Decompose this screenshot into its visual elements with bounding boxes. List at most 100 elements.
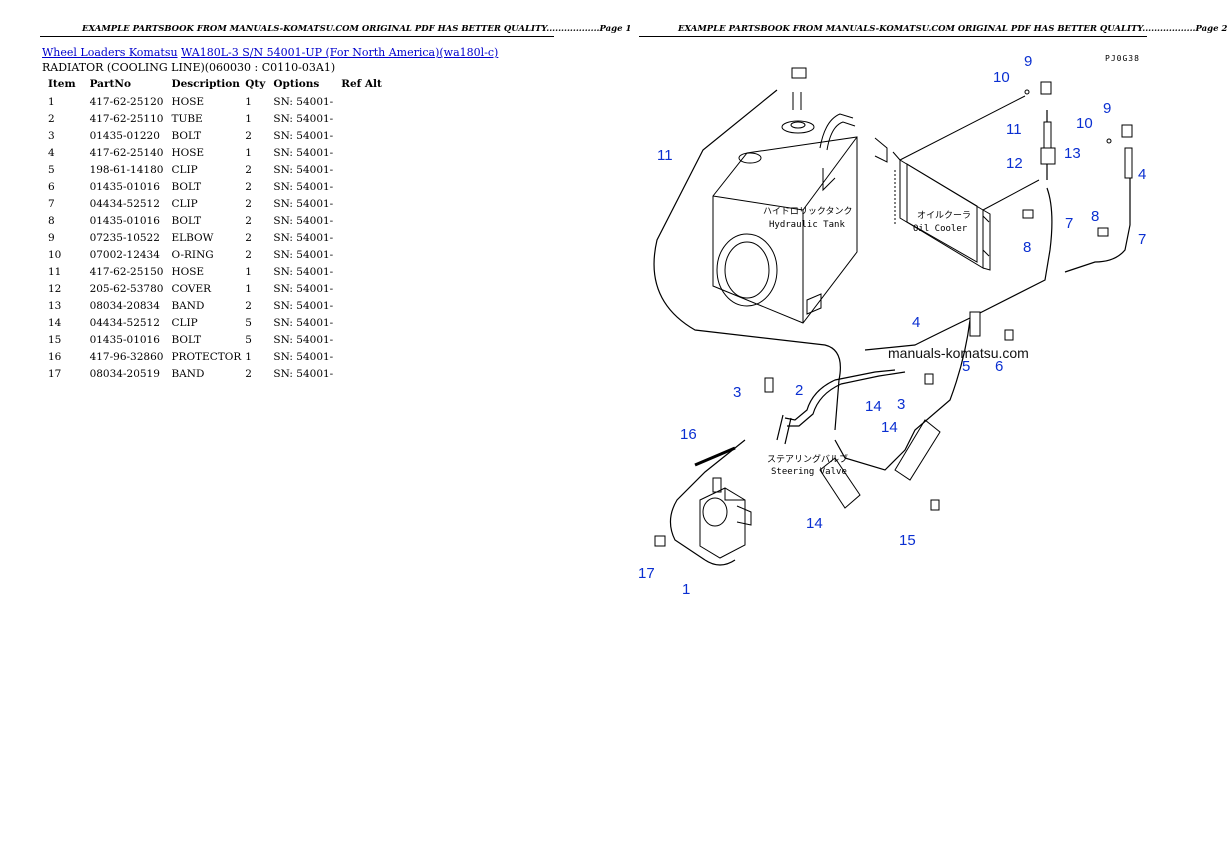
- cell-options: SN: 54001-: [273, 129, 334, 142]
- cell-qty: 5: [245, 333, 252, 346]
- fittings: [654, 81, 1133, 547]
- callout-14: 14: [865, 398, 882, 415]
- callout-1: 1: [682, 581, 690, 598]
- cell-ref-alt: [337, 229, 386, 246]
- cell-ref-alt: [337, 331, 386, 348]
- parts-page-2: EXAMPLE PARTSBOOK FROM MANUALS-KOMATSU.C…: [595, 0, 1227, 842]
- cell-options: SN: 54001-: [273, 180, 334, 193]
- cell-qty: 2: [245, 180, 252, 193]
- watermark: manuals-komatsu.com: [888, 345, 1029, 361]
- cell-description: HOSE: [171, 95, 205, 108]
- cell-options: SN: 54001-: [273, 163, 334, 176]
- cell-partno: 01435-01220: [89, 129, 160, 142]
- diagram-code: PJ0G38: [1105, 54, 1140, 63]
- hydraulic-tank: [712, 67, 888, 324]
- cell-item: 9: [48, 231, 55, 244]
- cell-partno: 01435-01016: [89, 214, 160, 227]
- callout-14: 14: [881, 419, 898, 436]
- cell-options: SN: 54001-: [273, 95, 334, 108]
- cell-description: CLIP: [171, 197, 198, 210]
- col-header-ref-alt: Ref Alt: [341, 78, 382, 90]
- breadcrumb-link-model[interactable]: WA180L-3 S/N 54001-UP (For North America…: [181, 46, 499, 59]
- cell-ref-alt: [337, 263, 386, 280]
- cell-partno: 08034-20519: [89, 367, 160, 380]
- cell-ref-alt: [337, 144, 386, 161]
- cell-description: CLIP: [171, 316, 198, 329]
- cell-description: TUBE: [171, 112, 203, 125]
- cell-description: ELBOW: [171, 231, 214, 244]
- steering-valve-label-en: Steering Valve: [771, 467, 847, 477]
- cell-partno: 417-62-25150: [89, 265, 164, 278]
- cell-ref-alt: [337, 365, 386, 382]
- cell-partno: 07002-12434: [89, 248, 160, 261]
- callout-7: 7: [1138, 231, 1146, 248]
- cell-description: BOLT: [171, 214, 202, 227]
- callout-8: 8: [1091, 208, 1099, 225]
- cell-qty: 1: [245, 350, 252, 363]
- cell-item: 11: [48, 265, 62, 278]
- callout-8: 8: [1023, 239, 1031, 256]
- cell-options: SN: 54001-: [273, 333, 334, 346]
- table-header-row: Item PartNo Description Qty Options Ref …: [44, 76, 386, 93]
- cell-qty: 2: [245, 163, 252, 176]
- cell-options: SN: 54001-: [273, 282, 334, 295]
- cell-item: 12: [48, 282, 62, 295]
- breadcrumb: Wheel Loaders Komatsu WA180L-3 S/N 54001…: [42, 46, 498, 59]
- callout-12: 12: [1006, 155, 1023, 172]
- cell-ref-alt: [337, 348, 386, 365]
- hose-lines: [653, 89, 1131, 566]
- callout-16: 16: [680, 426, 697, 443]
- callout-10: 10: [993, 69, 1010, 86]
- cell-description: HOSE: [171, 265, 205, 278]
- cell-qty: 1: [245, 282, 252, 295]
- cell-qty: 2: [245, 299, 252, 312]
- cell-item: 6: [48, 180, 55, 193]
- cell-ref-alt: [337, 314, 386, 331]
- callout-9: 9: [1103, 100, 1111, 117]
- cell-partno: 205-62-53780: [89, 282, 164, 295]
- cell-partno: 07235-10522: [89, 231, 160, 244]
- cell-item: 13: [48, 299, 62, 312]
- callout-14: 14: [806, 515, 823, 532]
- cell-partno: 198-61-14180: [89, 163, 164, 176]
- cell-partno: 417-62-25110: [89, 112, 164, 125]
- cell-item: 17: [48, 367, 62, 380]
- section-title: RADIATOR (COOLING LINE)(060030 : C0110-0…: [42, 61, 336, 74]
- cell-partno: 01435-01016: [89, 180, 160, 193]
- cell-ref-alt: [337, 246, 386, 263]
- callout-4: 4: [912, 314, 920, 331]
- callout-11: 11: [1006, 121, 1022, 138]
- cell-item: 7: [48, 197, 55, 210]
- cell-item: 3: [48, 129, 55, 142]
- cell-qty: 2: [245, 197, 252, 210]
- parts-page-1: EXAMPLE PARTSBOOK FROM MANUALS-KOMATSU.C…: [0, 0, 631, 842]
- cell-item: 1: [48, 95, 55, 108]
- cell-options: SN: 54001-: [273, 367, 334, 380]
- cell-item: 15: [48, 333, 62, 346]
- cell-options: SN: 54001-: [273, 248, 334, 261]
- cell-ref-alt: [337, 178, 386, 195]
- callout-17: 17: [638, 565, 655, 582]
- callout-13: 13: [1064, 145, 1081, 162]
- cell-ref-alt: [337, 297, 386, 314]
- steering-valve-label-jp: ステアリングバルブ: [767, 453, 848, 465]
- cell-ref-alt: [337, 280, 386, 297]
- cell-qty: 2: [245, 231, 252, 244]
- cell-partno: 01435-01016: [89, 333, 160, 346]
- breadcrumb-link-category[interactable]: Wheel Loaders Komatsu: [42, 46, 178, 59]
- oil-cooler-label-jp: オイルクーラ: [917, 210, 971, 221]
- cell-description: BOLT: [171, 129, 202, 142]
- callout-7: 7: [1065, 215, 1073, 232]
- cell-qty: 1: [245, 265, 252, 278]
- cell-options: SN: 54001-: [273, 146, 334, 159]
